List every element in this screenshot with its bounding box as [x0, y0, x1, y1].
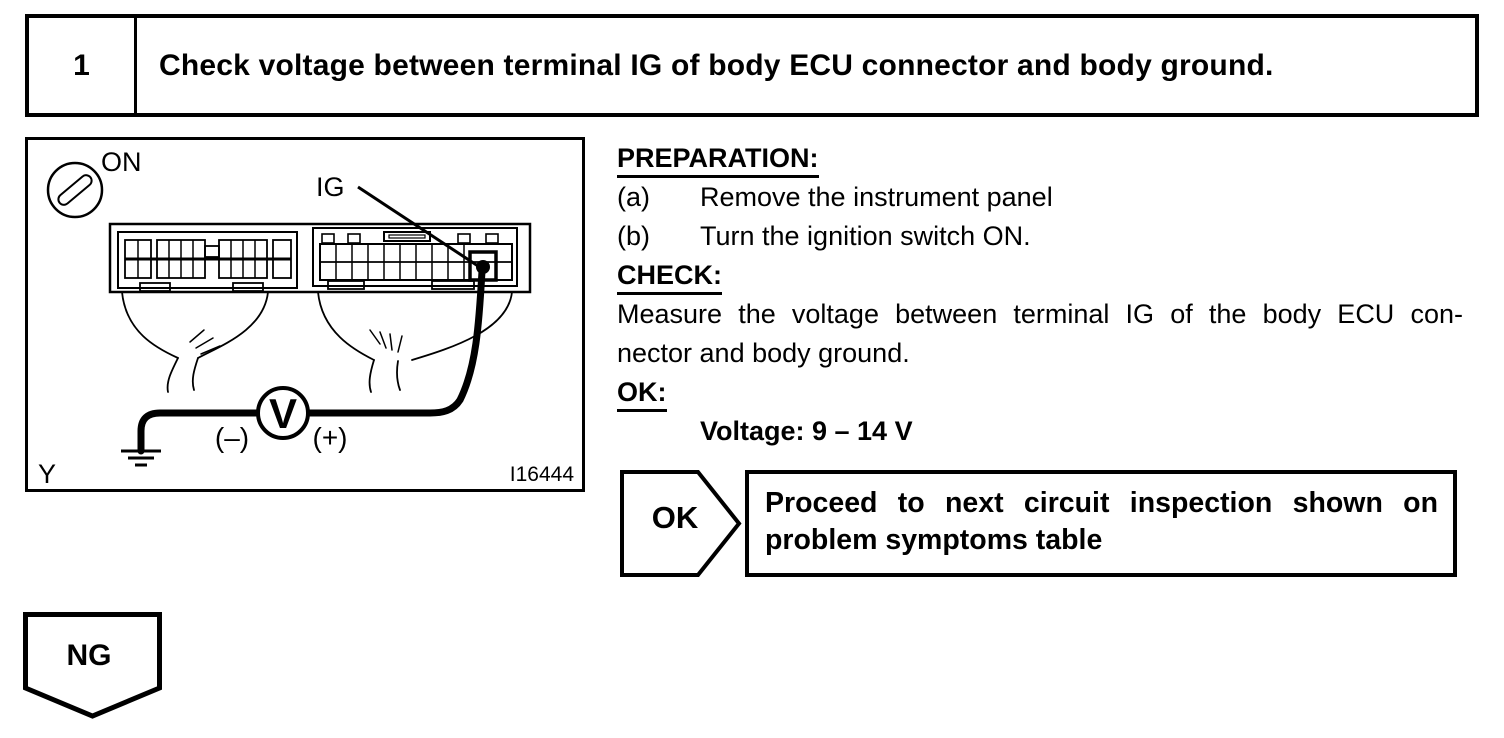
preparation-heading: PREPARATION: — [617, 142, 819, 178]
ok-flow-connector: OK — [620, 470, 742, 577]
ok-pentagon-shape — [620, 470, 742, 577]
preparation-step-b: (b) Turn the ignition switch ON. — [617, 217, 1463, 256]
step-header: 1 Check voltage between terminal IG of b… — [25, 14, 1479, 117]
measurement-wire — [137, 267, 486, 455]
ok-heading: OK: — [617, 376, 667, 412]
negative-probe-label: (–) — [215, 422, 249, 453]
ground-symbol-icon — [121, 449, 161, 467]
instructions: PREPARATION: (a) Remove the instrument p… — [617, 139, 1463, 451]
step-a-label: (a) — [617, 182, 650, 212]
ok-specification: Voltage: 9 – 14 V — [700, 416, 913, 446]
ok-action-box: Proceed to next circuit inspection shown… — [745, 470, 1457, 577]
ignition-switch-icon — [46, 161, 104, 219]
voltmeter-label: V — [269, 390, 297, 437]
ok-action-line2: problem symptoms table — [765, 524, 1103, 556]
check-text-line2: nector and body ground. — [617, 338, 910, 368]
figure-box: ON IG — [25, 137, 585, 492]
step-b-text: Turn the ignition switch ON. — [700, 221, 1031, 251]
ok-action-line1: Proceed to next circuit inspection shown… — [765, 487, 1438, 519]
wiring-diagram: ON IG — [38, 147, 575, 489]
ig-terminal-label: IG — [316, 172, 345, 202]
step-title: Check voltage between terminal IG of bod… — [159, 48, 1274, 82]
positive-probe-label: (+) — [313, 422, 348, 453]
voltmeter-icon: V — [256, 386, 310, 440]
preparation-step-a: (a) Remove the instrument panel — [617, 178, 1463, 217]
ecu-connectors-drawing — [108, 222, 532, 294]
figure-corner-mark: Y — [38, 459, 56, 489]
check-text-line1: Measure the voltage between terminal IG … — [617, 299, 1463, 329]
ng-pentagon-shape — [23, 612, 162, 719]
ng-flow-connector: NG — [23, 612, 162, 720]
check-heading: CHECK: — [617, 259, 722, 295]
wire-harness-drawing — [121, 291, 513, 393]
step-a-text: Remove the instrument panel — [700, 182, 1053, 212]
ok-pentagon-label: OK — [652, 500, 699, 535]
step-number: 1 — [29, 18, 137, 113]
ignition-on-label: ON — [101, 147, 142, 177]
step-b-label: (b) — [617, 221, 650, 251]
ig-leader-line — [357, 185, 479, 268]
ng-pentagon-label: NG — [67, 639, 112, 672]
figure-code: I16444 — [510, 463, 575, 486]
